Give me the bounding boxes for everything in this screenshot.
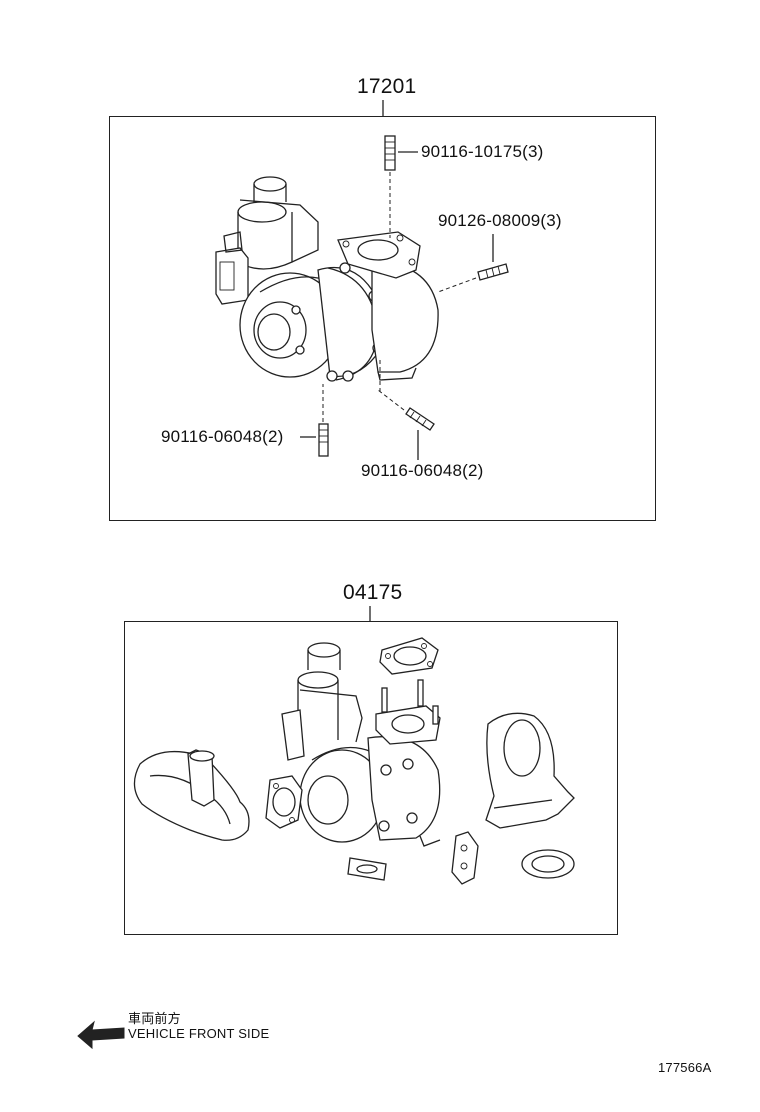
front-direction-arrow-icon <box>77 1020 125 1050</box>
direction-english: VEHICLE FRONT SIDE <box>128 1026 270 1041</box>
gasket-oil <box>451 831 479 885</box>
callout-90116-10175: 90116-10175(3) <box>421 142 544 161</box>
turbocharger-top-drawing <box>215 176 439 382</box>
gasket-top <box>379 637 439 675</box>
gasket-left <box>265 775 303 829</box>
intake-elbow <box>133 749 250 841</box>
top-assembly-frame <box>109 116 656 521</box>
stud-90116-06048-left <box>300 384 329 457</box>
turbocharger-bottom-drawing <box>281 642 441 847</box>
direction-japanese: 車両前方 <box>128 1011 181 1026</box>
stud-90116-10175 <box>384 135 418 238</box>
gasket-small-bottom <box>347 857 387 881</box>
part-number-04175: 04175 <box>343 581 403 604</box>
stud-90126-08009 <box>437 234 509 293</box>
bottom-assembly-frame <box>124 621 618 935</box>
stud-90116-06048-right <box>377 360 435 460</box>
ring-gasket <box>521 849 575 879</box>
part-number-17201: 17201 <box>357 75 417 98</box>
outlet-elbow <box>485 712 575 829</box>
callout-90116-06048-right: 90116-06048(2) <box>361 461 484 480</box>
callout-90126-08009: 90126-08009(3) <box>438 211 562 230</box>
figure-id: 177566A <box>658 1060 712 1075</box>
callout-90116-06048-left: 90116-06048(2) <box>161 427 284 446</box>
